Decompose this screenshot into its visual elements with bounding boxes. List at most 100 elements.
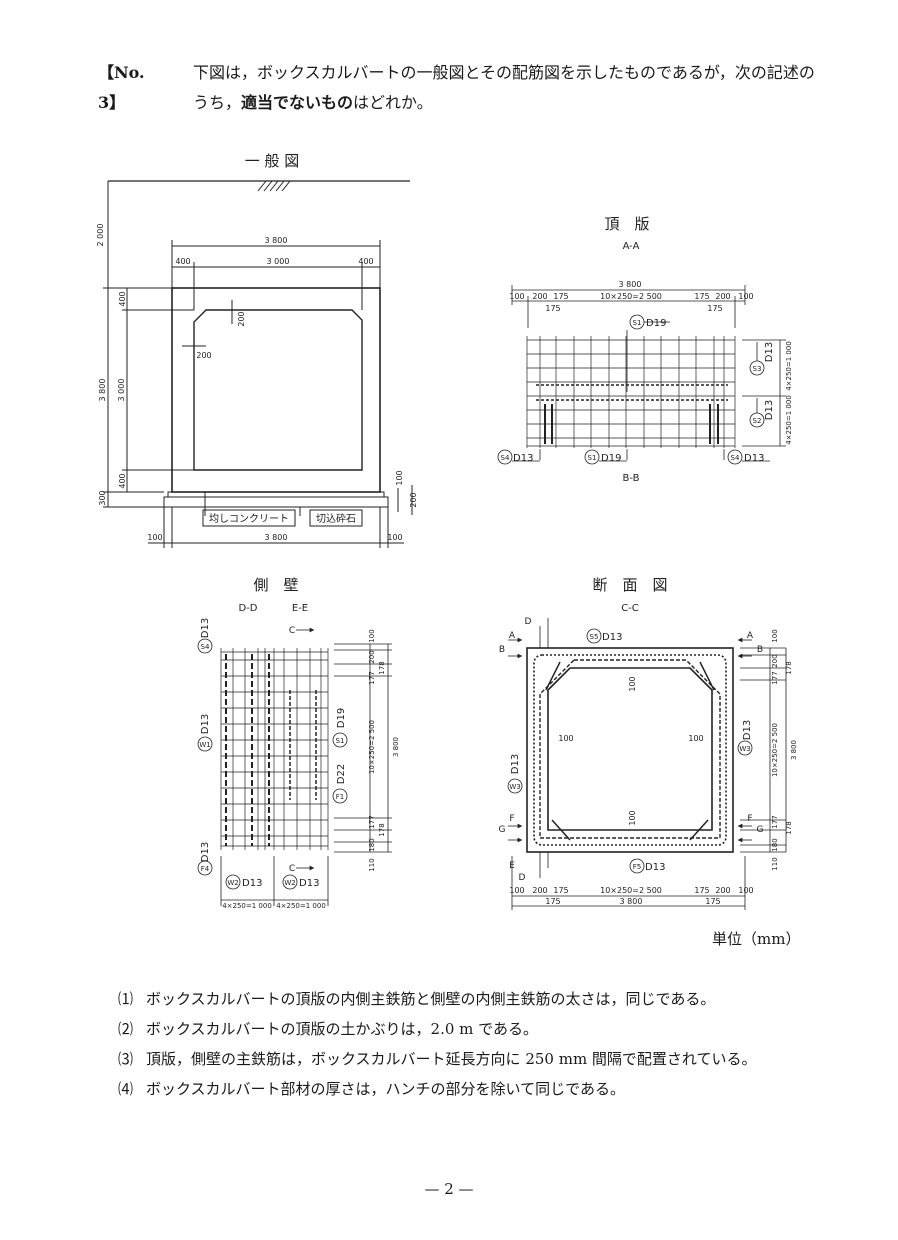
side-wall-title: 側 壁	[253, 576, 298, 594]
choice-number: ⑴	[118, 990, 134, 1008]
bar-w1-mark: W1	[199, 741, 210, 749]
section-mark-a-right: A	[747, 631, 754, 641]
top-slab-subtitle: A-A	[623, 241, 640, 252]
choice-number: ⑶	[118, 1050, 134, 1068]
section-dim-3800-v: 3 800	[790, 740, 798, 760]
section-mark-e: E	[509, 861, 515, 871]
question-text-prefix: うち，	[193, 93, 242, 112]
dim-2000: 2 000	[96, 224, 105, 247]
bar-w3-left-size: D13	[510, 754, 521, 774]
choice-number: ⑵	[118, 1020, 134, 1038]
bar-f4-size: D13	[200, 842, 211, 862]
bar-s4-left-mark: S4	[501, 454, 510, 462]
label-gravel: 切込砕石	[316, 513, 356, 525]
choice-text: ボックスカルバートの頂版の内側主鉄筋と側壁の内側主鉄筋の太さは，同じである。	[146, 990, 716, 1008]
section-subtitle: C-C	[621, 603, 639, 614]
top-slab-dim-v1: 4×250=1 000	[785, 341, 793, 391]
top-slab-grid	[526, 336, 736, 448]
section-dim-100-left: 100	[558, 734, 573, 743]
top-slab-dim-v2: 4×250=1 000	[785, 395, 793, 445]
top-slab-dim-1: 200	[532, 292, 547, 301]
page-number: — 2 —	[424, 1180, 474, 1198]
side-wall-dim-bottom-right: 4×250=1 000	[276, 902, 326, 910]
unit-label: 単位（mm）	[712, 930, 801, 948]
section-dim-b6: 100	[738, 886, 753, 895]
section-dim-r2: 177	[771, 671, 779, 684]
bar-w3-left-mark: W3	[509, 783, 520, 791]
side-wall-dim-r0: 100	[368, 629, 376, 642]
dim-100-bottom-left: 100	[147, 533, 162, 542]
side-wall-subtitle-left: D-D	[238, 603, 257, 614]
section-dim-b0: 100	[509, 886, 524, 895]
general-view: 一 般 図	[103, 152, 413, 548]
bar-f5-mark: F5	[633, 863, 641, 871]
bar-s4-left-size: D13	[513, 453, 533, 464]
choice-1[interactable]: ⑴ ボックスカルバートの頂版の内側主鉄筋と側壁の内側主鉄筋の太さは，同じである。	[118, 988, 715, 1009]
side-wall-dim-r3: 10×250=2 500	[368, 720, 376, 774]
section-dim-178-bottom: 178	[785, 821, 793, 834]
top-slab-dim-175-right: 175	[707, 304, 722, 313]
side-wall-labels: C C S4 D13 W1 D13 F4 D13 S1 D19 F1 D22 W…	[199, 618, 400, 910]
side-wall-dim-178-bottom: 178	[378, 823, 386, 836]
bar-s1-size: D19	[336, 708, 347, 728]
bar-w2-left-size: D13	[242, 878, 262, 889]
section-dim-r3: 10×250=2 500	[771, 723, 779, 777]
choice-number: ⑷	[118, 1080, 134, 1098]
section-mark-b-right: B	[757, 645, 763, 655]
bar-f1-mark: F1	[336, 793, 344, 801]
dim-3000-top: 3 000	[267, 257, 290, 266]
dim-3800-left: 3 800	[98, 379, 107, 402]
top-slab-dim-5: 200	[715, 292, 730, 301]
side-wall-dim-178-top: 178	[378, 661, 386, 674]
question-text-bold: 適当でないもの	[241, 93, 354, 112]
section-mark-g-right: G	[757, 825, 764, 835]
question-text-suffix: はどれか。	[353, 93, 433, 112]
bar-w2-left-mark: W2	[227, 879, 238, 887]
bar-s1-top-mark: S1	[633, 319, 642, 327]
bar-f4-mark: F4	[201, 865, 210, 873]
top-slab-view: 頂 版 A-A	[497, 215, 793, 484]
choice-3[interactable]: ⑶ 頂版，側壁の主鉄筋は，ボックスカルバート延長方向に 250 mm 間隔で配置さ…	[118, 1048, 757, 1069]
section-dim-100-right: 100	[688, 734, 703, 743]
culvert-outline	[171, 287, 381, 493]
bar-s5-mark: S5	[590, 633, 599, 641]
choice-2[interactable]: ⑵ ボックスカルバートの頂版の土かぶりは，2.0 m である。	[118, 1018, 538, 1039]
dim-400-v1: 400	[118, 291, 127, 306]
top-slab-dim-4: 175	[694, 292, 709, 301]
bar-w1-size: D13	[200, 714, 211, 734]
dim-200-h: 200	[196, 351, 211, 360]
side-wall-dim-r6: 110	[368, 858, 376, 871]
top-slab-bottom-label: B-B	[623, 473, 640, 484]
top-slab-dim-2: 175	[553, 292, 568, 301]
choice-4[interactable]: ⑷ボックスカルバート部材の厚さは，ハンチの部分を除いて同じである。	[118, 1078, 625, 1099]
top-slab-dim-3800: 3 800	[619, 280, 642, 289]
dim-300: 300	[98, 490, 107, 505]
choice-text: 頂版，側壁の主鉄筋は，ボックスカルバート延長方向に 250 mm 間隔で配置され…	[146, 1050, 757, 1068]
section-dim-178-top: 178	[785, 661, 793, 674]
section-dim-r0: 100	[771, 629, 779, 642]
dim-200-right: 200	[409, 492, 418, 507]
top-slab-dim-175-left: 175	[545, 304, 560, 313]
general-view-dims: 2 000 3 800 400 3 000 400 400 200 200 3 …	[96, 224, 418, 542]
dim-200-v: 200	[237, 311, 246, 326]
choice-text: ボックスカルバートの頂版の土かぶりは，2.0 m である。	[146, 1020, 539, 1038]
bar-s1-mark: S1	[336, 737, 345, 745]
section-mark-d: D	[525, 617, 532, 627]
question-text-line1: 下図は，ボックスカルバートの一般図とその配筋図を示したものであるが，次の記述の	[193, 63, 815, 82]
section-mark-b-left: B	[499, 645, 505, 655]
section-title: 断 面 図	[592, 576, 667, 594]
bar-s4-size: D13	[200, 618, 211, 638]
bar-f1-size: D22	[336, 764, 347, 784]
ground-hatch	[257, 180, 291, 192]
side-wall-view: 側 壁 D-D E-E	[197, 576, 400, 910]
bar-w3-right-mark: W3	[739, 745, 750, 753]
bar-s1-bottom-mark: S1	[588, 454, 597, 462]
dim-400-left: 400	[175, 257, 190, 266]
side-wall-mark-c-bottom: C	[289, 864, 295, 874]
section-dim-175-left: 175	[545, 897, 560, 906]
dim-3800-bottom: 3 800	[265, 533, 288, 542]
side-wall-dim-r2: 177	[368, 671, 376, 684]
bar-s3-mark: S3	[753, 365, 762, 373]
dim-3000-left: 3 000	[117, 379, 126, 402]
